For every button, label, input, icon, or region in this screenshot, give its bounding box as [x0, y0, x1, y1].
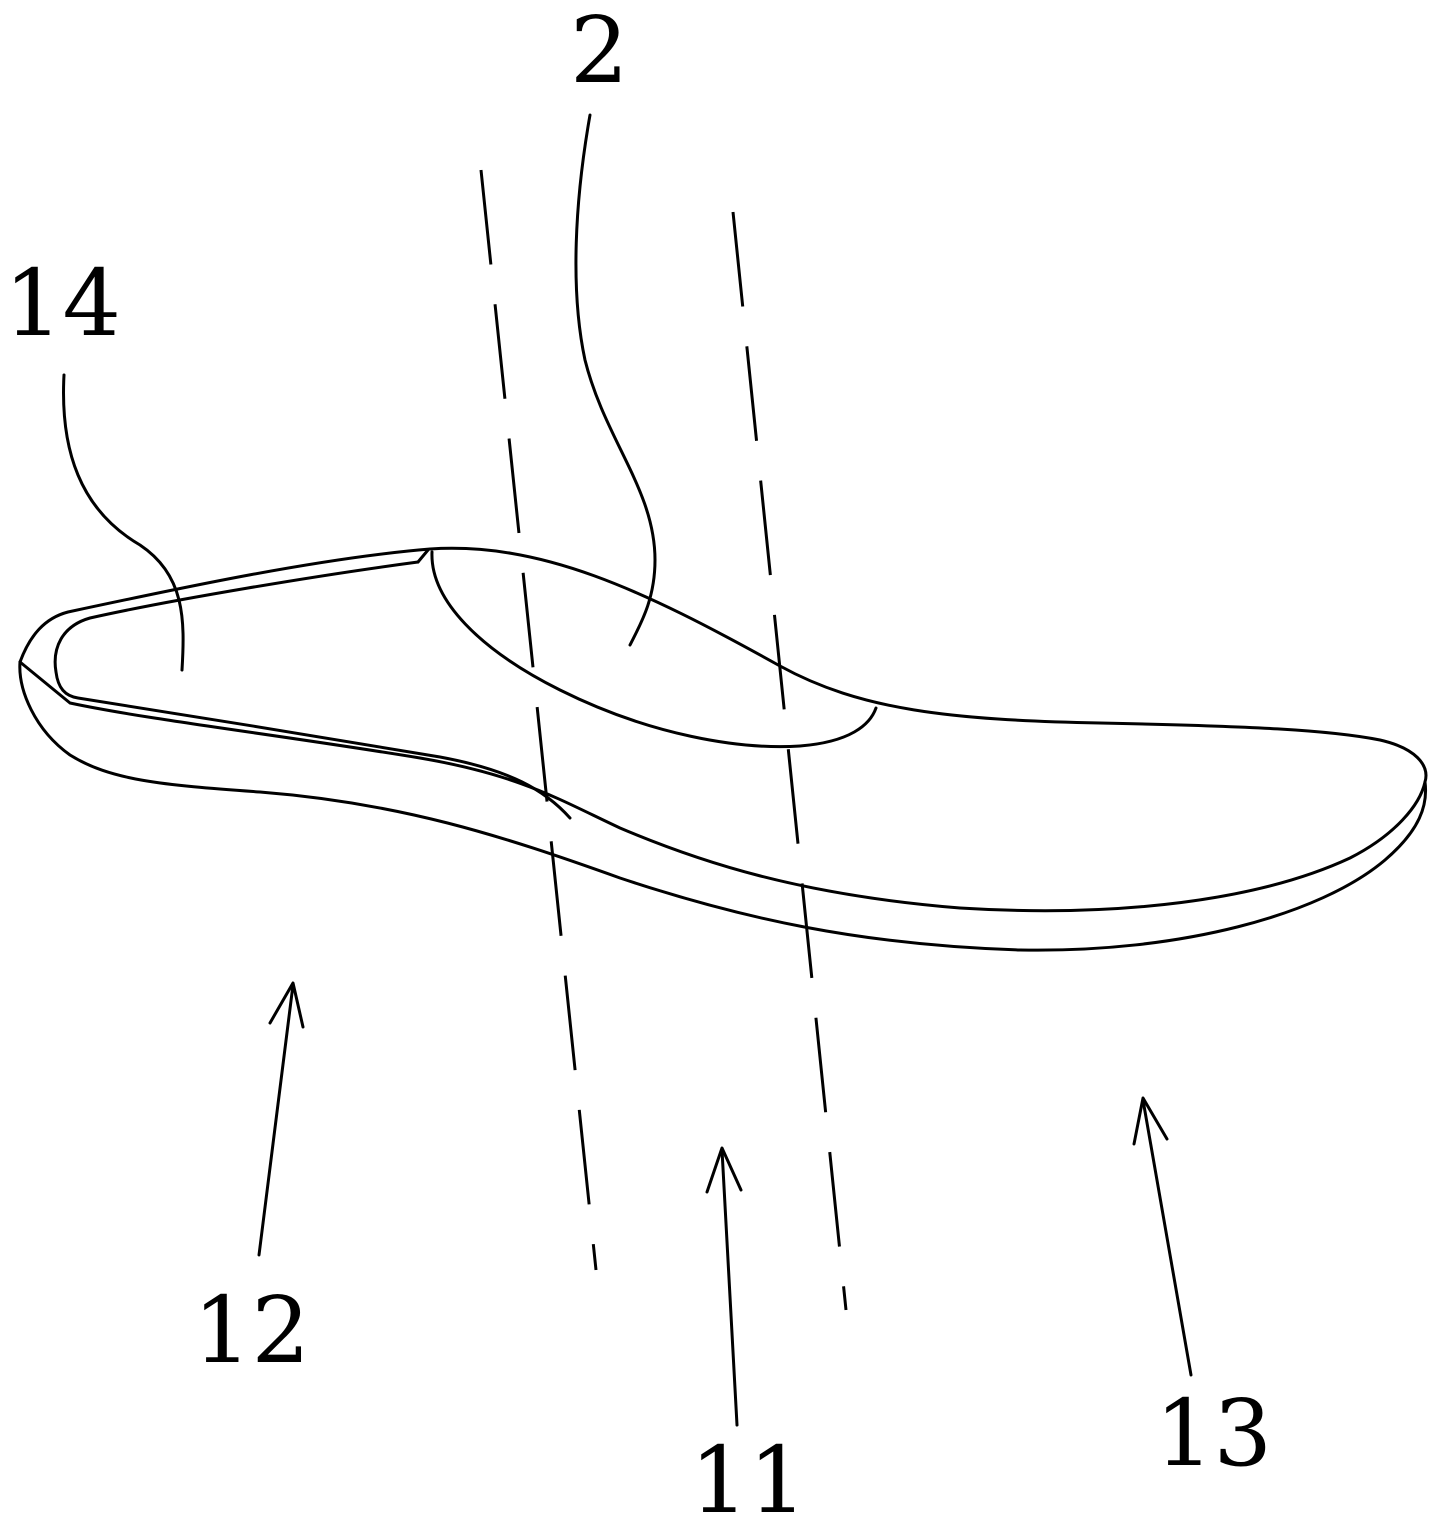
- insole-top-face-edge: [18, 660, 1427, 913]
- label-2: 2: [570, 0, 629, 104]
- arrow-shaft-12: [257, 983, 295, 1257]
- arch-support-pad: [430, 550, 878, 749]
- arrowhead-12: [268, 981, 305, 1029]
- leader-line-2: [574, 113, 657, 647]
- heel-cup-rim: [53, 560, 572, 820]
- insole-top-outline: [18, 546, 1428, 784]
- arrowhead-11: [705, 1146, 743, 1194]
- arrowhead-13: [1132, 1096, 1169, 1146]
- label-12: 12: [193, 1277, 310, 1384]
- section-boundary-line-left: [479, 169, 598, 1271]
- section-boundary-line-right: [731, 211, 848, 1311]
- arrow-shaft-11: [720, 1148, 739, 1427]
- arrow-shaft-13: [1141, 1098, 1193, 1377]
- leader-line-14: [62, 373, 185, 672]
- heel-cup-corner: [416, 548, 430, 564]
- label-11: 11: [690, 1427, 807, 1524]
- label-13: 13: [1155, 1380, 1272, 1487]
- insole-bottom-outline: [18, 660, 1428, 952]
- label-14: 14: [4, 250, 121, 357]
